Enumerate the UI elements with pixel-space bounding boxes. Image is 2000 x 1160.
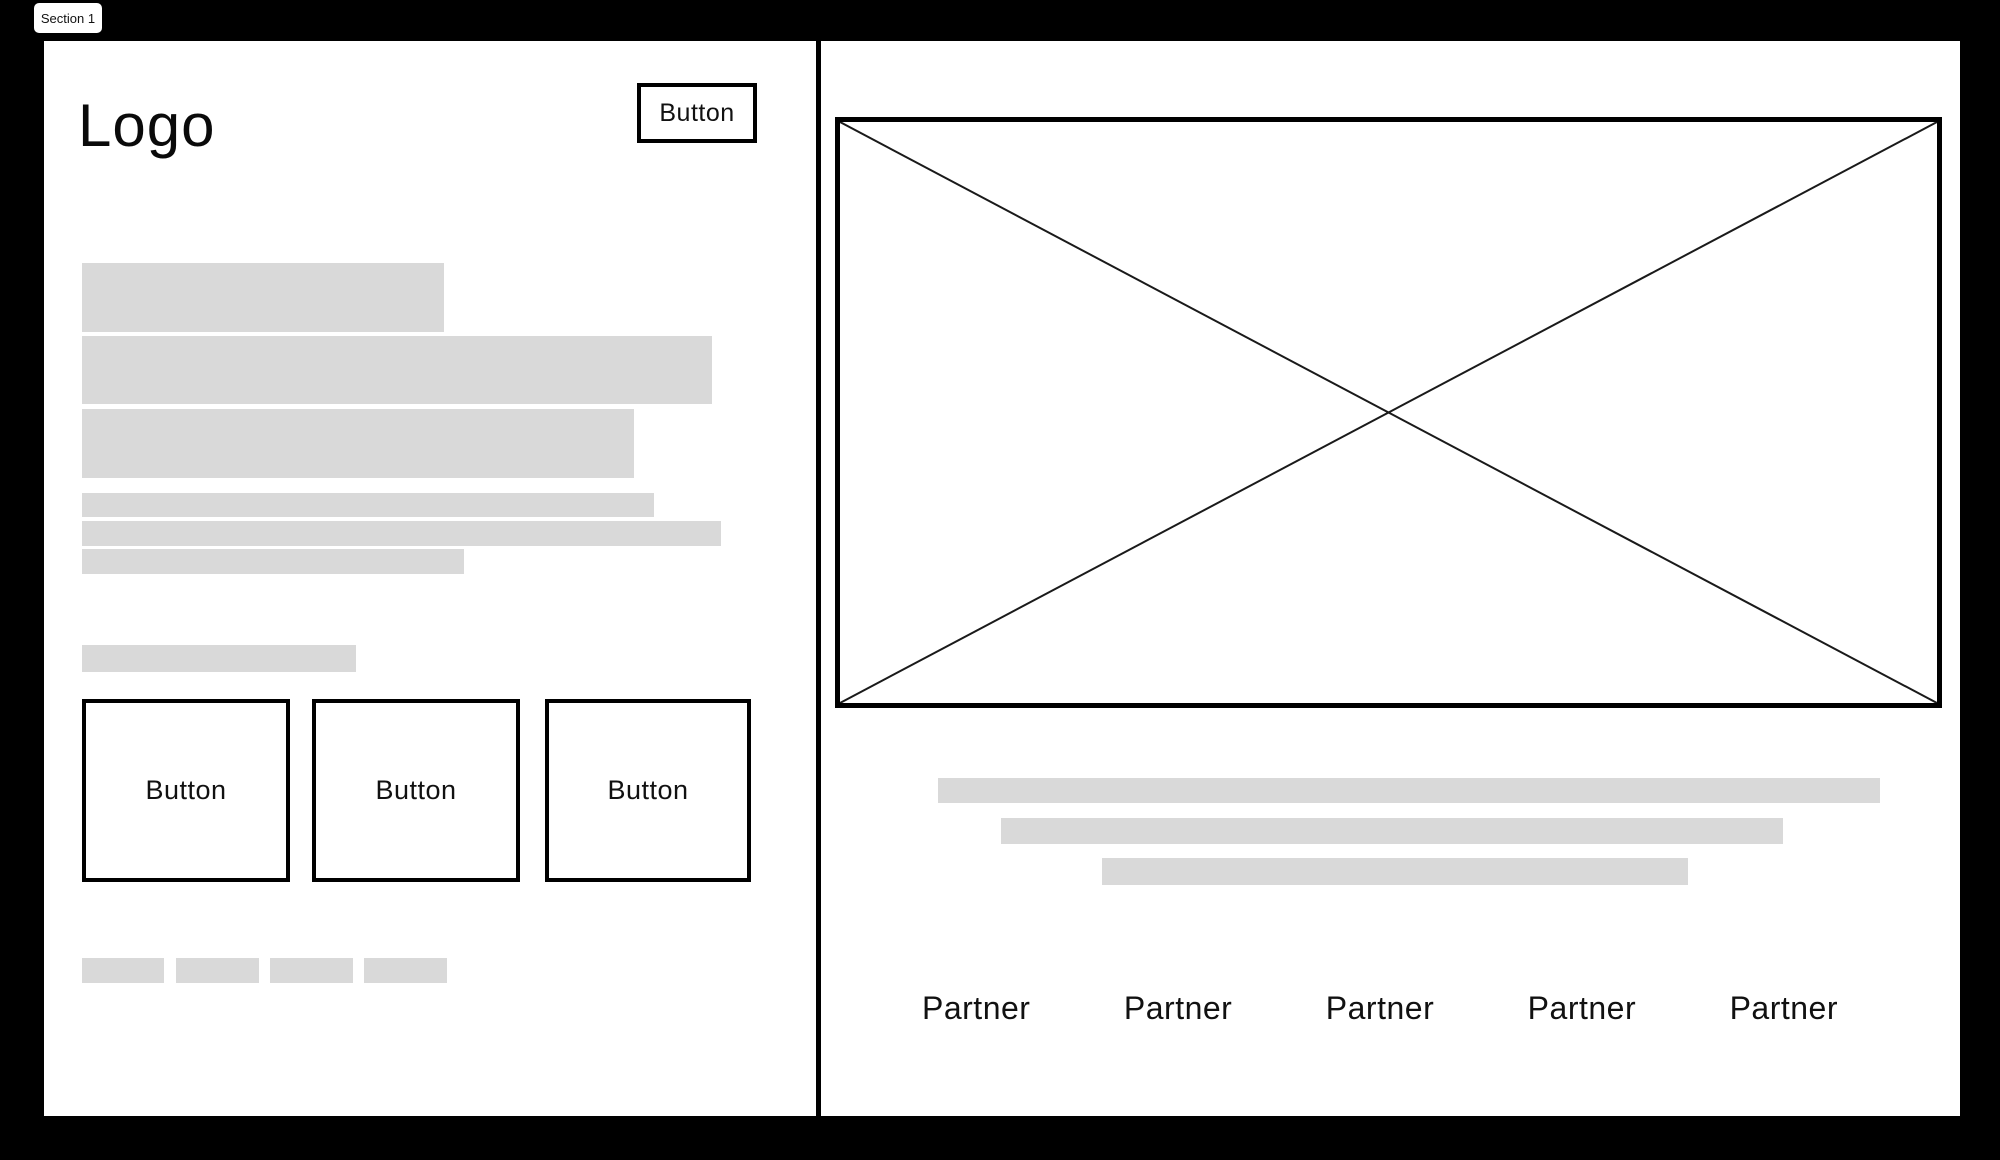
partner-row: Partner Partner Partner Partner Partner bbox=[922, 989, 1838, 1027]
cta-button-2[interactable]: Button bbox=[312, 699, 520, 882]
heading-placeholder-bar bbox=[82, 409, 634, 478]
section-annotation-label: Section 1 bbox=[40, 10, 96, 26]
text-placeholder-bar bbox=[82, 493, 654, 517]
partner-label-2: Partner bbox=[1123, 990, 1233, 1026]
text-placeholder-bar bbox=[82, 521, 721, 546]
cta-button-3[interactable]: Button bbox=[545, 699, 751, 882]
footer-placeholder-bar bbox=[82, 958, 164, 983]
image-placeholder bbox=[835, 117, 1942, 708]
hero-panel: Logo Button Button Button Button bbox=[44, 41, 816, 1116]
text-placeholder-bar bbox=[82, 549, 464, 574]
footer-placeholder-bar bbox=[176, 958, 259, 983]
header-button[interactable]: Button bbox=[637, 83, 757, 143]
heading-placeholder-bar bbox=[82, 336, 712, 404]
image-x-placeholder-icon bbox=[840, 122, 1937, 703]
text-placeholder-bar bbox=[1001, 818, 1783, 844]
partner-label-5: Partner bbox=[1729, 990, 1838, 1026]
partner-label-4: Partner bbox=[1527, 990, 1637, 1026]
footer-placeholder-bar bbox=[364, 958, 447, 983]
text-placeholder-bar bbox=[1102, 858, 1688, 885]
section-annotation-chip: Section 1 bbox=[34, 3, 102, 33]
partner-label-3: Partner bbox=[1325, 990, 1435, 1026]
logo-text: Logo bbox=[78, 92, 216, 159]
cta-button-1[interactable]: Button bbox=[82, 699, 290, 882]
partner-label-1: Partner bbox=[922, 990, 1031, 1026]
text-placeholder-bar bbox=[938, 778, 1880, 803]
caption-placeholder-bar bbox=[82, 645, 356, 672]
heading-placeholder-bar bbox=[82, 263, 444, 332]
footer-placeholder-bar bbox=[270, 958, 353, 983]
media-panel: Partner Partner Partner Partner Partner bbox=[821, 41, 1960, 1116]
